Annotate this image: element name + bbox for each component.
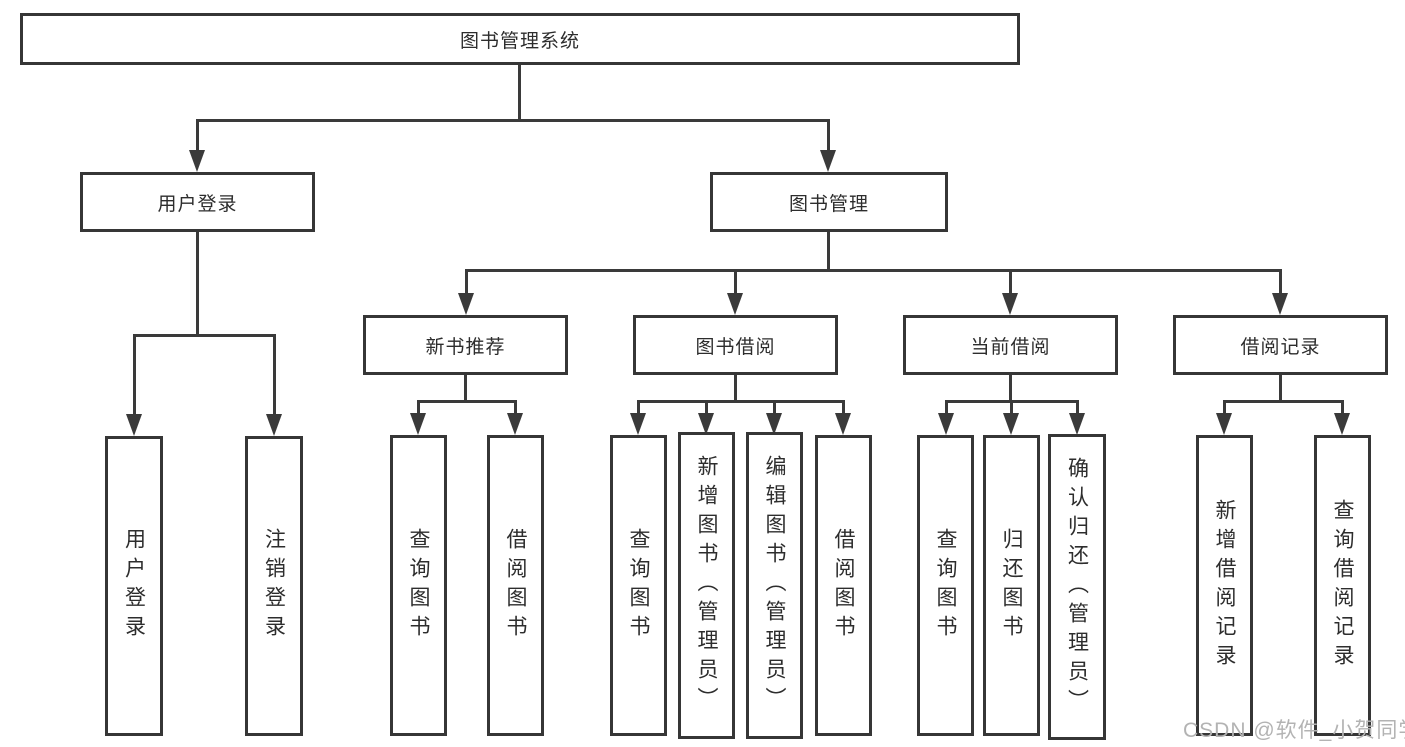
arrow-down: [266, 414, 282, 436]
leaf-label: 借阅图书: [504, 527, 527, 644]
leaf-label: 注销登录: [262, 528, 286, 644]
leaf-label: 新增图书（管理员）: [695, 455, 718, 716]
leaf-return-books: 归还图书: [983, 435, 1040, 736]
arrow-down: [507, 413, 523, 435]
connector-line: [1223, 400, 1226, 415]
leaf-query-borrow-record: 查询借阅记录: [1314, 435, 1371, 736]
leaf-label: 编辑图书（管理员）: [763, 455, 786, 716]
connector-line: [1009, 375, 1012, 403]
arrow-down: [835, 413, 851, 435]
connector-line: [734, 375, 737, 403]
connector-line: [1223, 400, 1344, 403]
leaf-borrow-books: 借阅图书: [815, 435, 872, 736]
connector-line: [827, 119, 830, 152]
leaf-confirm-return-admin: 确认归还（管理员）: [1048, 434, 1106, 740]
arrow-down: [1003, 413, 1019, 435]
connector-line: [465, 269, 1282, 272]
connector-line: [518, 65, 521, 122]
leaf-logout: 注销登录: [245, 436, 303, 736]
arrow-down: [630, 413, 646, 435]
connector-line: [773, 400, 776, 415]
arrow-down: [766, 413, 782, 435]
connector-line: [417, 400, 420, 415]
connector-line: [417, 400, 516, 403]
connector-line: [514, 400, 517, 415]
arrow-down: [189, 150, 205, 172]
csdn-watermark: CSDN @软件_小贺同学: [1183, 719, 1405, 742]
connector-line: [734, 269, 737, 295]
leaf-borrow-books-recommend: 借阅图书: [487, 435, 544, 736]
leaf-user-login: 用户登录: [105, 436, 163, 736]
connector-line: [1279, 269, 1282, 295]
connector-line: [842, 400, 845, 415]
arrow-down: [1272, 293, 1288, 315]
connector-line: [133, 334, 136, 416]
node-book-borrow: 图书借阅: [633, 315, 838, 375]
leaf-edit-books-admin: 编辑图书（管理员）: [746, 432, 803, 739]
arrow-down: [938, 413, 954, 435]
connector-line: [133, 334, 276, 337]
connector-line: [1010, 400, 1013, 415]
node-borrow-records: 借阅记录: [1173, 315, 1388, 375]
arrow-down: [458, 293, 474, 315]
connector-line: [637, 400, 640, 415]
connector-line: [196, 232, 199, 337]
arrow-down: [410, 413, 426, 435]
node-library-management-system: 图书管理系统: [20, 13, 1020, 65]
leaf-label: 查询图书: [627, 527, 650, 644]
connector-line: [637, 400, 845, 403]
connector-line: [465, 269, 468, 295]
leaf-query-books-borrow: 查询图书: [610, 435, 667, 736]
connector-line: [827, 232, 830, 272]
leaf-label: 确认归还（管理员）: [1065, 456, 1089, 718]
arrow-down: [1069, 413, 1085, 435]
leaf-add-books-admin: 新增图书（管理员）: [678, 432, 735, 739]
connector-line: [1009, 269, 1012, 295]
node-book-management: 图书管理: [710, 172, 948, 232]
leaf-label: 归还图书: [1000, 527, 1023, 644]
leaf-label: 查询借阅记录: [1331, 498, 1354, 673]
connector-line: [945, 400, 948, 415]
node-user-login: 用户登录: [80, 172, 315, 232]
arrow-down: [698, 413, 714, 435]
connector-line: [464, 375, 467, 403]
arrow-down: [1002, 293, 1018, 315]
node-new-book-recommend: 新书推荐: [363, 315, 568, 375]
arrow-down: [820, 150, 836, 172]
arrow-down: [1216, 413, 1232, 435]
arrow-down: [126, 414, 142, 436]
connector-line: [705, 400, 708, 415]
leaf-label: 借阅图书: [832, 527, 855, 644]
leaf-add-borrow-record: 新增借阅记录: [1196, 435, 1253, 736]
connector-line: [1076, 400, 1079, 415]
connector-line: [196, 119, 199, 152]
leaf-label: 查询图书: [934, 527, 957, 644]
leaf-query-books-current: 查询图书: [917, 435, 974, 736]
arrow-down: [1334, 413, 1350, 435]
node-current-borrow: 当前借阅: [903, 315, 1118, 375]
connector-line: [1279, 375, 1282, 403]
connector-line: [1341, 400, 1344, 415]
leaf-label: 查询图书: [407, 527, 430, 644]
connector-line: [196, 119, 830, 122]
connector-line: [273, 334, 276, 416]
leaf-label: 用户登录: [122, 528, 146, 644]
leaf-query-books-recommend: 查询图书: [390, 435, 447, 736]
leaf-label: 新增借阅记录: [1213, 498, 1236, 673]
arrow-down: [727, 293, 743, 315]
